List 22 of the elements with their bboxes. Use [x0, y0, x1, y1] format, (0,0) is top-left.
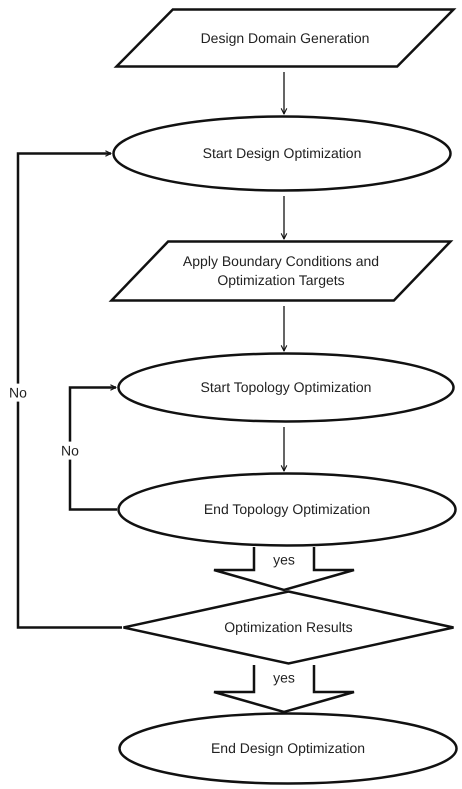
parallelogram-box: [110, 240, 452, 302]
ellipse-node: [112, 115, 452, 192]
arrow: [280, 72, 288, 115]
edge-label: No: [60, 441, 80, 460]
node-label: End Topology Optimization: [204, 500, 370, 519]
node-label: Design Domain Generation: [200, 28, 370, 48]
node-label: End Design Optimization: [210, 739, 366, 758]
node-label: Start Topology Optimization: [200, 378, 372, 397]
arrow: [68, 384, 117, 511]
arrow: [280, 427, 288, 472]
edge-label: No: [8, 383, 28, 402]
node-label: Optimization Results: [224, 618, 353, 637]
ellipse-node: [118, 712, 458, 785]
parallelogram-box: [115, 8, 455, 68]
decision-diamond: [122, 590, 455, 665]
ellipse-node: [117, 472, 457, 547]
arrow: [16, 150, 122, 629]
node-label: Start Design Optimization: [202, 144, 362, 163]
arrow: [280, 306, 288, 352]
ellipse-node: [117, 352, 455, 423]
arrow: [280, 196, 288, 240]
node-label: Apply Boundary Conditions and Optimization Targets: [182, 252, 380, 290]
